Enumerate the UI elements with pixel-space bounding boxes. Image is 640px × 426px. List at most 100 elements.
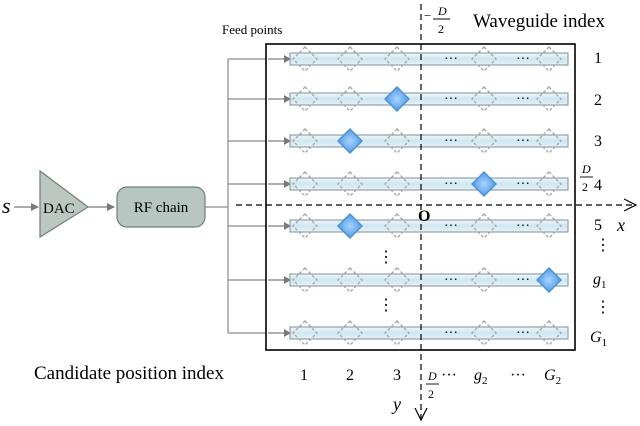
feed-arrow-head: [284, 55, 291, 63]
position-index-label: ···: [441, 367, 457, 384]
candidate-position: [337, 320, 363, 346]
selected-antenna: [337, 213, 363, 239]
waveguide-index-label: ⋮: [595, 299, 611, 316]
candidate-position: [337, 46, 363, 72]
x-axis-label: x: [616, 215, 625, 235]
position-index-label: ···: [510, 367, 526, 384]
candidate-position: [384, 320, 410, 346]
row-ellipsis: ···: [516, 326, 530, 341]
y-axis-label: y: [391, 394, 401, 414]
candidate-position: [337, 267, 363, 293]
half-d-bottom-label: D 2: [426, 369, 439, 401]
feed-arrow-head: [284, 180, 291, 188]
waveguide-array: ········································…: [268, 46, 569, 346]
waveguide-index-label: 3: [594, 133, 602, 150]
waveguide-row: ··· ···: [268, 171, 569, 197]
grid-vertical-ellipsis: ⋮: [378, 249, 394, 266]
row-ellipsis: ···: [516, 134, 530, 149]
position-index-label: 2: [346, 367, 354, 384]
candidate-position: [536, 46, 562, 72]
waveguide-index-label: g1: [593, 271, 607, 291]
feed-arrow-head: [284, 276, 291, 284]
candidate-position: [536, 86, 562, 112]
waveguide-row: ··· ···: [268, 267, 569, 293]
candidate-position: [471, 213, 497, 239]
dac-label: DAC: [43, 201, 75, 217]
half-d-right-den: 2: [582, 180, 588, 194]
feed-arrow-head: [284, 222, 291, 230]
candidate-position: [292, 46, 318, 72]
row-ellipsis: ···: [444, 273, 458, 288]
waveguide-row: ··· ···: [268, 213, 569, 239]
candidate-position: [292, 267, 318, 293]
candidate-position: [536, 320, 562, 346]
position-index-labels: 1 2 3 ··· g2 ··· G2: [300, 367, 561, 387]
waveguide-row: ··· ···: [268, 86, 569, 112]
row-ellipsis: ···: [516, 52, 530, 67]
candidate-position: [384, 171, 410, 197]
row-ellipsis: ···: [516, 273, 530, 288]
candidate-position: [384, 267, 410, 293]
candidate-position: [471, 267, 497, 293]
half-d-right-label: D 2: [580, 162, 593, 194]
candidate-position: [536, 213, 562, 239]
selected-antenna: [337, 128, 363, 154]
feed-lines: [205, 58, 266, 334]
row-ellipsis: ···: [516, 219, 530, 234]
candidate-position: [384, 213, 410, 239]
position-index-label: G2: [544, 367, 561, 387]
neg-half-d-label: − D 2: [424, 4, 450, 36]
candidate-position: [471, 86, 497, 112]
row-ellipsis: ···: [444, 219, 458, 234]
candidate-position-index-title: Candidate position index: [34, 363, 224, 384]
candidate-position: [384, 128, 410, 154]
waveguide-row: ··· ···: [268, 320, 569, 346]
candidate-position: [292, 213, 318, 239]
signal-label: s: [2, 193, 11, 218]
position-index-label: g2: [474, 367, 488, 387]
waveguide-row: ··· ···: [268, 128, 569, 154]
row-ellipsis: ···: [444, 177, 458, 192]
half-d-right-num: D: [581, 162, 591, 176]
candidate-position: [536, 171, 562, 197]
candidate-position: [337, 86, 363, 112]
row-ellipsis: ···: [516, 177, 530, 192]
half-d-bottom-num: D: [427, 369, 437, 383]
grid-vertical-ellipsis-2: ⋮: [378, 297, 394, 314]
selected-antenna: [536, 267, 562, 293]
candidate-position: [471, 46, 497, 72]
half-d-bottom-den: 2: [428, 387, 434, 401]
row-ellipsis: ···: [444, 134, 458, 149]
neg-half-d-num: D: [437, 4, 447, 18]
neg-sign: −: [424, 8, 431, 23]
origin-label: O: [418, 208, 430, 225]
neg-half-d-den: 2: [438, 22, 444, 36]
selected-antenna: [471, 171, 497, 197]
row-ellipsis: ···: [444, 52, 458, 67]
waveguide-index-label: 1: [594, 50, 602, 67]
row-ellipsis: ···: [444, 326, 458, 341]
rf-chain-label: RF chain: [134, 200, 189, 216]
row-ellipsis: ···: [516, 92, 530, 107]
feed-points-label: Feed points: [222, 22, 282, 37]
waveguide-index-label: 4: [594, 177, 602, 194]
waveguide-index-label: 5: [594, 217, 602, 234]
candidate-position: [384, 46, 410, 72]
feed-arrow-head: [284, 95, 291, 103]
position-index-label: 1: [300, 367, 308, 384]
waveguide-index-label: ⋮: [595, 237, 611, 254]
candidate-position: [536, 128, 562, 154]
feed-arrow-head: [284, 329, 291, 337]
waveguide-index-label: 2: [594, 92, 602, 109]
waveguide-row: ··· ···: [268, 46, 569, 72]
feed-arrow-head: [284, 137, 291, 145]
waveguide-index-title: Waveguide index: [473, 11, 605, 32]
candidate-position: [292, 86, 318, 112]
position-index-label: 3: [393, 367, 401, 384]
row-ellipsis: ···: [444, 92, 458, 107]
candidate-position: [292, 128, 318, 154]
candidate-position: [292, 320, 318, 346]
